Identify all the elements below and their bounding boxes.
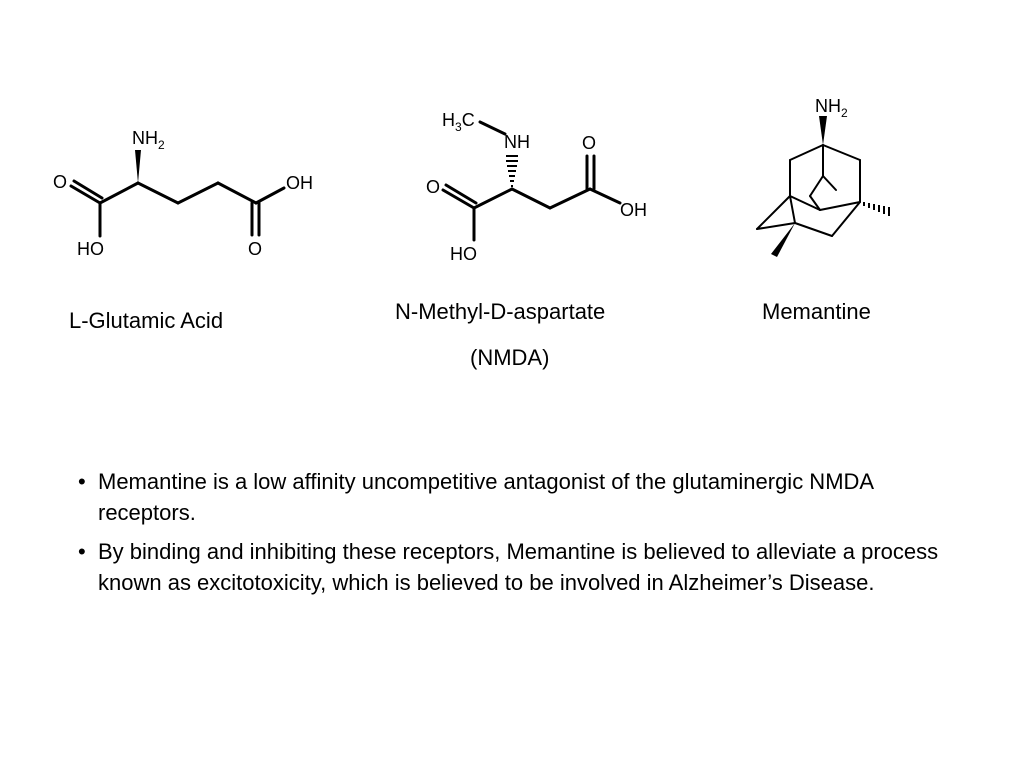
bullet-marker: • [78,539,86,564]
oxygen-label: O [582,133,596,153]
hydroxyl-label: OH [286,173,313,193]
amine-label: NH [504,132,530,152]
bullet-text: By binding and inhibiting these receptor… [98,539,939,595]
wedge-bond [819,116,827,145]
memantine-structure: NH2 [756,96,890,257]
hydroxyl-label: HO [450,244,477,264]
nmda-structure: H3C NH O HO O OH [426,110,647,264]
oxygen-label: O [53,172,67,192]
methyl-label: H3C [442,110,475,134]
wedge-bond [135,150,141,183]
hydroxyl-label: HO [77,239,104,259]
bullet-marker: • [78,469,86,494]
hashed-bond [506,155,518,187]
wedge-bond [771,223,795,257]
hashed-bond [863,202,890,216]
oxygen-label: O [426,177,440,197]
nmda-caption-line1: N-Methyl-D-aspartate [395,299,606,324]
bullet-item: • Memantine is a low affinity uncompetit… [76,466,946,528]
bullet-item: • By binding and inhibiting these recept… [76,536,946,598]
bullet-list: • Memantine is a low affinity uncompetit… [76,466,946,606]
amine-label: NH2 [815,96,848,120]
glutamic-acid-structure: NH2 O HO OH O [53,128,313,259]
bullet-text: Memantine is a low affinity uncompetitiv… [98,469,873,525]
nmda-caption-line2: (NMDA) [470,345,550,370]
memantine-caption: Memantine [762,299,871,324]
oxygen-label: O [248,239,262,259]
hydroxyl-label: OH [620,200,647,220]
glutamic-acid-caption: L-Glutamic Acid [69,308,224,333]
amine-label: NH2 [132,128,165,152]
